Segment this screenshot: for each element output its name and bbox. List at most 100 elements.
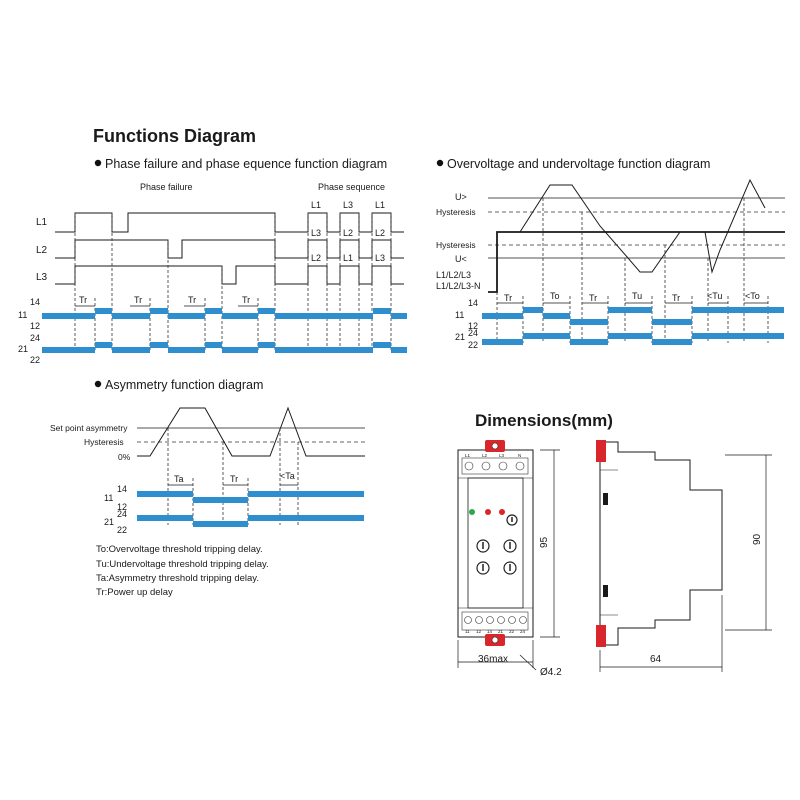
- terminal-12: 12: [476, 629, 482, 634]
- terminal-22-label: 22: [117, 525, 127, 535]
- line-label-l3: L3: [36, 272, 48, 283]
- phase-diagram-title: Phase failure and phase equence function…: [105, 157, 387, 171]
- terminal-11-label: 11: [18, 310, 27, 320]
- overvoltage-diagram-title: Overvoltage and undervoltage function di…: [447, 157, 710, 171]
- side-clip-top: [596, 440, 606, 462]
- terminal-12-label: 12: [117, 502, 127, 512]
- seq-label: L3: [343, 200, 353, 210]
- terminal-14-label: 14: [468, 298, 478, 308]
- depth-dimension: [725, 454, 772, 631]
- seq-label: L2: [311, 253, 321, 263]
- line-label-l1: L1: [36, 217, 48, 228]
- ov-relay2-state-bar: [482, 333, 784, 345]
- ov-dashed-guides: [496, 198, 769, 343]
- relay1-state-bar: [42, 308, 407, 319]
- terminal-12-label: 12: [468, 321, 478, 331]
- u-low-label: U<: [455, 254, 467, 264]
- led-red: [499, 509, 505, 515]
- tr-label: Tr: [672, 293, 680, 303]
- asymmetry-diagram: Set point asymmetry Hysteresis 0% Ta Tr …: [50, 406, 365, 535]
- height-dimension: [540, 449, 560, 638]
- terminal-24: 24: [520, 629, 526, 634]
- terminal-22-label: 22: [30, 355, 40, 365]
- phase-diagram: Phase failure Phase sequence L1 L2 L3 L1…: [18, 182, 407, 365]
- tr-label: Tr: [504, 293, 512, 303]
- legend: To:Overvoltage threshold tripping delay.…: [96, 544, 269, 598]
- side-width-64-label: 64: [650, 654, 662, 665]
- terminal-11: 11: [465, 629, 470, 634]
- lines-n-label: L1/L2/L3-N: [436, 281, 481, 291]
- to-lt-label: <To: [745, 291, 760, 301]
- terminal-11-label: 11: [104, 493, 113, 503]
- terminal-l3: L3: [499, 453, 505, 458]
- dimensions-title: Dimensions(mm): [475, 411, 613, 430]
- hysteresis-label: Hysteresis: [84, 437, 124, 447]
- supply-step: [488, 231, 785, 293]
- side-slot: [603, 585, 608, 597]
- terminal-14-label: 14: [117, 484, 127, 494]
- terminal-24-label: 24: [468, 328, 478, 338]
- line-label-l2: L2: [36, 245, 48, 256]
- terminal-l1: L1: [465, 453, 471, 458]
- tu-label: Tu: [632, 291, 642, 301]
- lines-label: L1/L2/L3: [436, 270, 471, 280]
- overvoltage-diagram: U> Hysteresis Hysteresis U< L1/L2/L3 L1/…: [436, 178, 785, 350]
- setpoint-label: Set point asymmetry: [50, 423, 128, 433]
- seq-label: L1: [343, 253, 353, 263]
- hole-diameter-label: Ø4.2: [540, 667, 562, 678]
- terminal-24-label: 24: [30, 333, 40, 343]
- device-side-view: 90 64: [596, 440, 772, 672]
- tr-label: Tr: [230, 474, 238, 484]
- legend-to: To:Overvoltage threshold tripping delay.: [96, 544, 263, 555]
- width-36max-label: 36max: [478, 654, 508, 665]
- terminal-l2: L2: [482, 453, 488, 458]
- asymmetry-waveform: [137, 406, 365, 457]
- ov-relay1-state-bar: [482, 307, 784, 325]
- tr-label: Tr: [134, 295, 142, 305]
- ta-label: Ta: [174, 474, 184, 484]
- device-front-view: L1 L2 L3 N: [457, 440, 562, 678]
- side-clip-bottom: [596, 625, 606, 647]
- seq-label: L2: [343, 228, 353, 238]
- depth-90-label: 90: [752, 533, 763, 545]
- terminal-n: N: [518, 453, 521, 458]
- asym-relay1-state-bar: [137, 491, 364, 503]
- seq-label: L3: [311, 228, 321, 238]
- terminal-21-label: 21: [18, 344, 28, 354]
- bullet-icon: [94, 159, 102, 167]
- l3-waveform: [55, 265, 404, 285]
- l1-waveform: [55, 212, 404, 233]
- top-terminals: L1 L2 L3 N: [461, 453, 529, 475]
- terminal-22-label: 22: [468, 340, 478, 350]
- hysteresis-high-label: Hysteresis: [436, 207, 476, 217]
- terminal-21-label: 21: [455, 332, 465, 342]
- bullet-icon: [436, 159, 444, 167]
- tu-lt-label: <Tu: [707, 291, 722, 301]
- tr-label: Tr: [589, 293, 597, 303]
- seq-label: L3: [375, 253, 385, 263]
- to-label: To: [550, 291, 560, 301]
- terminal-24-label: 24: [117, 509, 127, 519]
- terminal-21-label: 21: [104, 517, 114, 527]
- asymmetry-diagram-title: Asymmetry function diagram: [105, 378, 263, 392]
- seq-label: L1: [375, 200, 385, 210]
- terminal-21: 21: [498, 629, 504, 634]
- side-slot: [603, 493, 608, 505]
- seq-label: L1: [311, 200, 321, 210]
- knob-pointers: [482, 517, 513, 571]
- zero-percent-label: 0%: [118, 452, 131, 462]
- led-green: [469, 509, 475, 515]
- terminal-11-label: 11: [455, 310, 464, 320]
- height-95-label: 95: [539, 536, 550, 548]
- tr-label: Tr: [79, 295, 87, 305]
- terminal-22: 22: [509, 629, 515, 634]
- voltage-waveform: [519, 178, 766, 274]
- phase-sequence-label: Phase sequence: [318, 182, 385, 192]
- bullet-icon: [94, 380, 102, 388]
- tr-label: Tr: [242, 295, 250, 305]
- terminal-14: 14: [487, 629, 493, 634]
- side-width-dimension: [599, 595, 723, 672]
- seq-label: L2: [375, 228, 385, 238]
- hysteresis-low-label: Hysteresis: [436, 240, 476, 250]
